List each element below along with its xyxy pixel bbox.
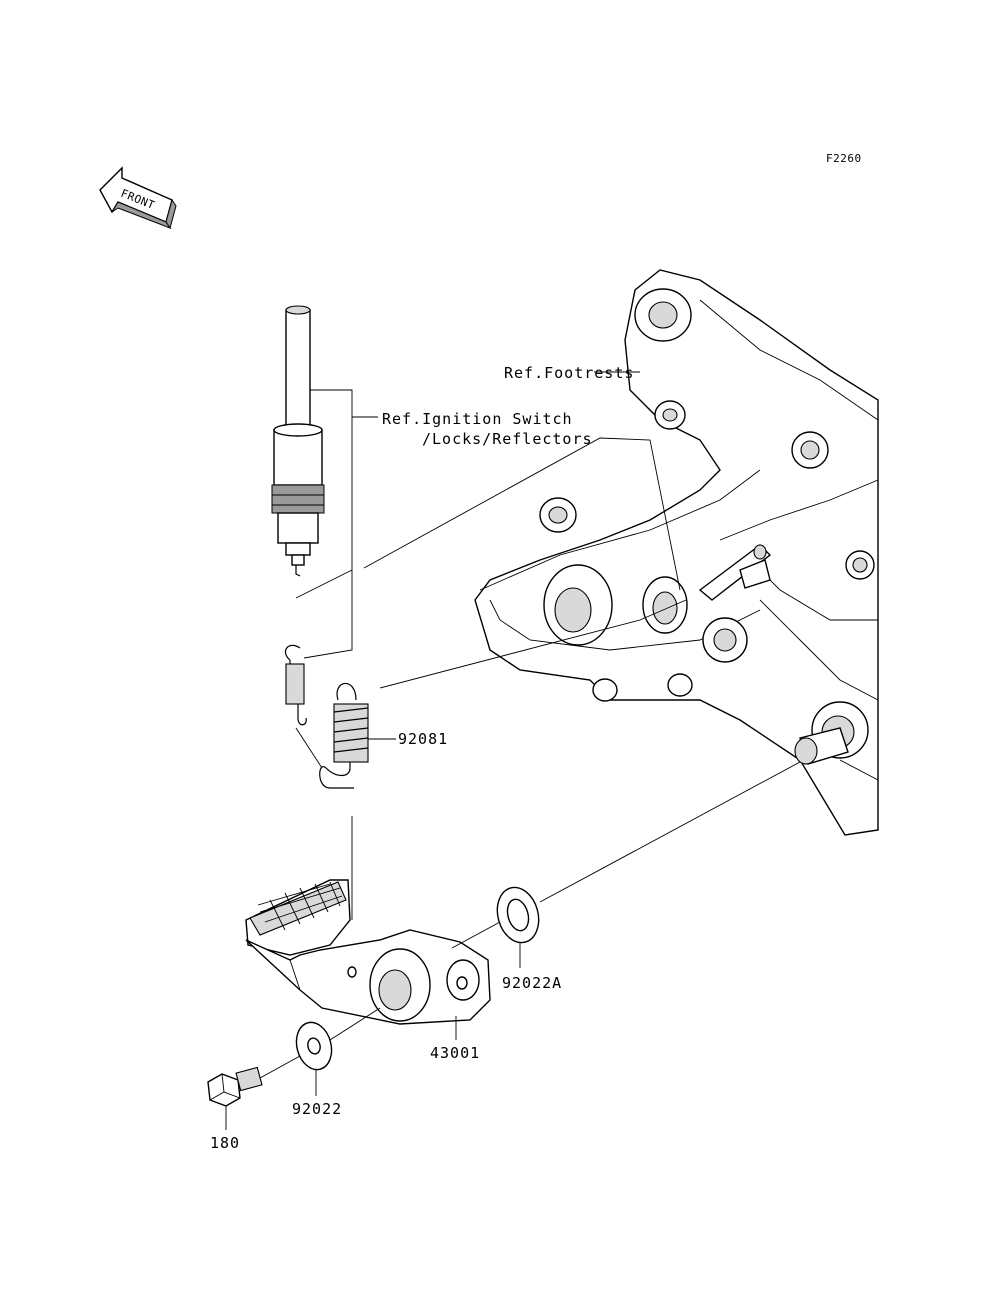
diagram-code: F2260: [826, 152, 862, 165]
front-arrow-icon: FRONT: [99, 166, 177, 230]
switch-spring: [285, 644, 307, 726]
part-label-92022: 92022: [292, 1100, 342, 1118]
ref-ignition-label-line2: /Locks/Reflectors: [422, 430, 593, 448]
return-spring: [319, 682, 369, 789]
washer-92022: [295, 1021, 333, 1071]
ref-ignition-label-line1: Ref.Ignition Switch: [382, 410, 573, 428]
leader-lines: [225, 371, 801, 1130]
frame-bracket: [474, 269, 879, 836]
ref-footrests-label: Ref.Footrests: [504, 364, 634, 382]
washer-92022a: [496, 886, 540, 944]
brake-pedal: [245, 879, 491, 1025]
bolt-180: [207, 1066, 263, 1107]
part-label-92022a: 92022A: [502, 974, 562, 992]
part-label-43001: 43001: [430, 1044, 480, 1062]
part-label-180: 180: [210, 1134, 240, 1152]
part-label-92081: 92081: [398, 730, 448, 748]
brake-light-switch: [271, 305, 325, 577]
